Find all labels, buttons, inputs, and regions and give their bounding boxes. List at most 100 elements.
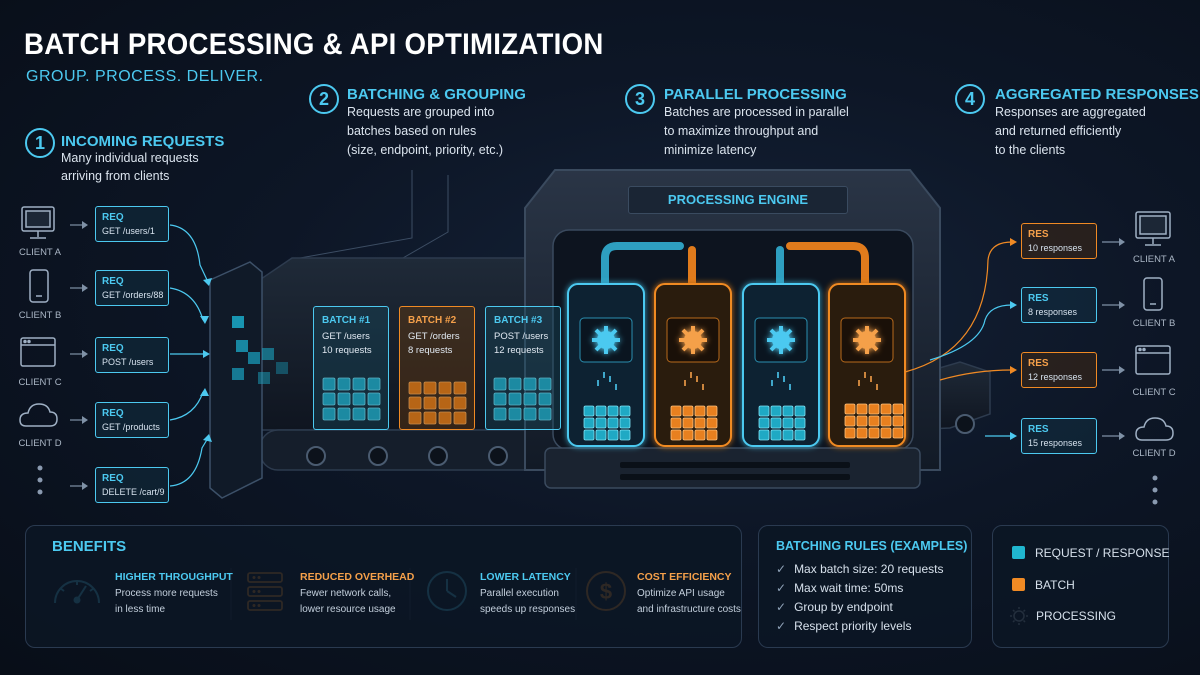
browser-icon: [20, 337, 56, 367]
request-head: REQ: [102, 343, 124, 354]
response-head: RES: [1028, 293, 1049, 304]
client-arrows-right: [1102, 241, 1120, 437]
cube-block: [694, 405, 706, 417]
batch-card: BATCH #2 GET /orders 8 requests: [399, 306, 475, 430]
rule-text: Respect priority levels: [794, 619, 912, 633]
cube-block: [682, 405, 694, 417]
step-2-title: BATCHING & GROUPING: [347, 86, 526, 103]
cube-block: [706, 405, 718, 417]
legend-label: REQUEST / RESPONSE: [1035, 546, 1170, 560]
step-2-desc-line-2: batches based on rules: [347, 124, 477, 138]
cube-block: [322, 392, 336, 406]
response-head: RES: [1028, 424, 1049, 435]
benefit-cost-desc-1: Optimize API usage: [637, 588, 725, 599]
cube-block: [856, 415, 868, 427]
cube-block: [770, 417, 782, 429]
cube-block: [453, 411, 467, 425]
cube-block: [706, 417, 718, 429]
legend-request-response: REQUEST / RESPONSE: [1012, 546, 1169, 560]
check-icon: ✓: [776, 619, 787, 633]
cube-block: [408, 396, 422, 410]
step-3-title: PARALLEL PROCESSING: [664, 86, 847, 103]
cube-block: [607, 417, 619, 429]
cube-block: [682, 417, 694, 429]
response-card: RES 12 responses: [1021, 352, 1097, 388]
client-d-label: CLIENT D: [18, 438, 62, 449]
cube-block: [694, 417, 706, 429]
request-path: GET /products: [102, 422, 160, 432]
step-1-number: 1: [25, 128, 55, 158]
phone-icon: [1143, 277, 1163, 311]
response-head: RES: [1028, 358, 1049, 369]
cube-block: [523, 377, 537, 391]
benefit-latency-desc-1: Parallel execution: [480, 588, 559, 599]
request-arrows: [169, 224, 209, 487]
cube-block: [868, 403, 880, 415]
cube-block: [794, 405, 806, 417]
cube-block: [880, 415, 892, 427]
request-arrowheads: [200, 278, 212, 442]
gear-icon: [592, 326, 620, 354]
check-icon: ✓: [776, 562, 787, 576]
benefit-latency-desc-2: speeds up responses: [480, 604, 576, 615]
cube-block: [367, 392, 381, 406]
response-count: 10 responses: [1028, 243, 1083, 253]
request-path: DELETE /cart/9: [102, 487, 165, 497]
cube-block: [337, 377, 351, 391]
cloud-icon: [1135, 417, 1174, 441]
belt-rollers: [306, 446, 508, 466]
response-head: RES: [1028, 229, 1049, 240]
batch-name: BATCH #3: [494, 315, 543, 326]
step-2-desc-line-1: Requests are grouped into: [347, 105, 495, 119]
cube-block: [758, 429, 770, 441]
legend-label: BATCH: [1035, 578, 1075, 592]
monitor-icon: [21, 206, 55, 239]
cube-block: [670, 405, 682, 417]
cube-block: [508, 377, 522, 391]
cube-block: [595, 417, 607, 429]
cube-block: [523, 407, 537, 421]
rule-item: ✓ Respect priority levels: [776, 619, 943, 638]
cube-block: [770, 405, 782, 417]
cube-block: [856, 403, 868, 415]
benefit-overhead-desc-1: Fewer network calls,: [300, 588, 392, 599]
benefit-overhead-desc-2: lower resource usage: [300, 604, 396, 615]
cube-block: [892, 427, 904, 439]
request-head: REQ: [102, 276, 124, 287]
client-c-label: CLIENT C: [18, 377, 62, 388]
step-4-desc-line-2: and returned efficiently: [995, 124, 1122, 138]
cube-block: [682, 429, 694, 441]
client-b-label: CLIENT B: [18, 310, 62, 321]
cube-block: [367, 407, 381, 421]
cube-block: [758, 405, 770, 417]
cube-block: [583, 405, 595, 417]
cube-block: [352, 407, 366, 421]
response-count: 8 responses: [1028, 307, 1078, 317]
phone-icon: [29, 269, 49, 303]
batching-rules-title: BATCHING RULES (EXAMPLES): [776, 539, 968, 553]
benefit-throughput-title: HIGHER THROUGHPUT: [115, 571, 233, 583]
cube-block: [880, 403, 892, 415]
request-head: REQ: [102, 473, 124, 484]
gear-icon: [767, 326, 795, 354]
batch-card: BATCH #1 GET /users 10 requests: [313, 306, 389, 430]
batching-rules-list: ✓Max batch size: 20 requests ✓Max wait t…: [776, 562, 943, 638]
cube-block: [322, 407, 336, 421]
step-2-desc-line-3: (size, endpoint, priority, etc.): [347, 143, 504, 157]
request-head: REQ: [102, 408, 124, 419]
cube-block: [493, 407, 507, 421]
request-path: POST /users: [102, 357, 154, 367]
cube-block: [453, 396, 467, 410]
cube-block: [844, 415, 856, 427]
cube-block: [670, 429, 682, 441]
check-icon: ✓: [776, 581, 787, 595]
cube-block: [844, 427, 856, 439]
cube-block: [337, 392, 351, 406]
gear-icon: [679, 326, 707, 354]
benefit-cost-desc-2: and infrastructure costs: [637, 604, 741, 615]
step-2-number: 2: [309, 84, 339, 114]
cube-block: [538, 377, 552, 391]
step-4-desc-line-3: to the clients: [995, 143, 1066, 157]
request-card: REQ GET /products: [95, 402, 169, 438]
response-count: 15 responses: [1028, 438, 1083, 448]
